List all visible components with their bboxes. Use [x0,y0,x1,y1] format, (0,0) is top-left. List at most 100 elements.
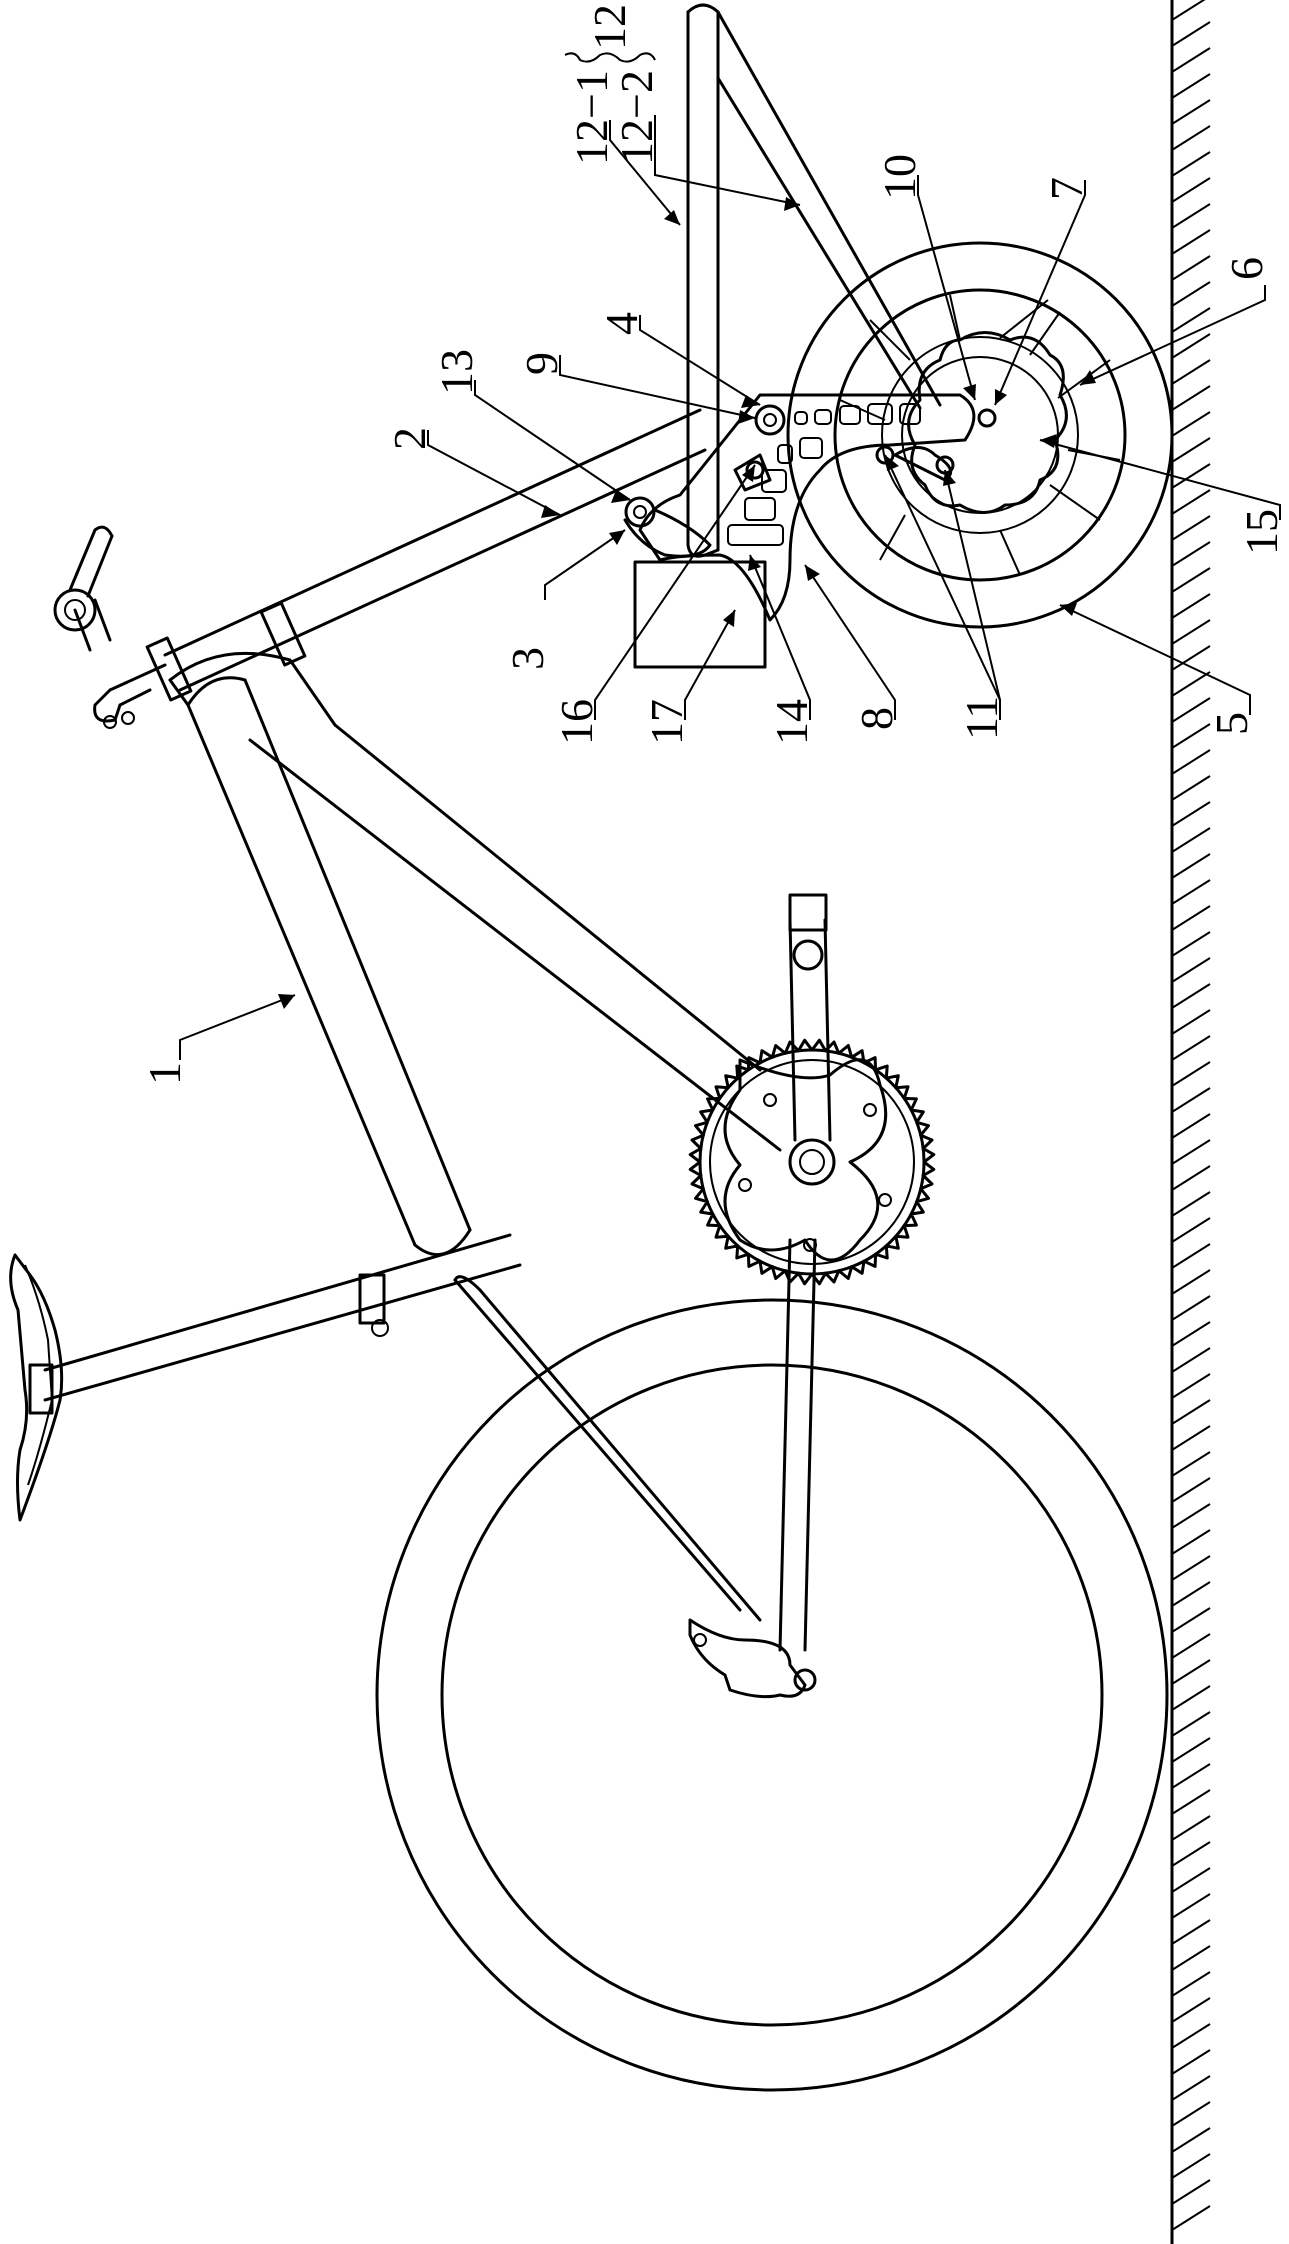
hatch-stroke [1171,1789,1211,1815]
hatch-stroke [1171,2049,1211,2075]
hatch-stroke [1171,983,1211,1009]
hatch-stroke [1171,0,1206,21]
hatch-stroke [1171,1971,1211,1997]
hatch-stroke [1171,73,1211,99]
hatch-stroke [1171,47,1211,73]
hatch-stroke [1171,775,1211,801]
hatch-stroke [1171,1087,1211,1113]
hatch-stroke [1171,1217,1211,1243]
hatch-stroke [1171,1139,1211,1165]
hatch-stroke [1171,1581,1211,1607]
hatch-stroke [1171,1529,1211,1555]
hatch-stroke [1171,1607,1211,1633]
hatch-stroke [1171,1425,1211,1451]
hatch-stroke [1171,1659,1211,1685]
hatch-stroke [1171,1893,1211,1919]
hatch-stroke [1171,385,1211,411]
hatch-stroke [1171,463,1211,489]
down-tubes [248,723,782,1152]
hatch-stroke [1171,1373,1211,1399]
hatch-stroke [1171,1113,1211,1139]
saddle [9,1253,64,1522]
label-3: 3 [502,647,553,670]
hatch-stroke [1171,1295,1211,1321]
hatch-stroke [1171,1191,1211,1217]
hatch-stroke [1171,307,1211,333]
label-14: 14 [766,699,817,745]
hatch-stroke [1171,905,1211,931]
hatch-stroke [1171,645,1211,671]
label-12-2: 12−2 [611,70,662,165]
chainring-teeth-outline [688,1038,936,1286]
hatch-stroke [1171,801,1211,827]
label-12: 12 [584,4,635,50]
hatch-stroke [1171,1009,1211,1035]
hatch-stroke [1171,203,1211,229]
label-16: 16 [551,699,602,745]
hatch-stroke [1171,411,1211,437]
hatch-stroke [1171,255,1211,281]
hatch-stroke [1171,541,1211,567]
hatch-stroke [1171,2101,1211,2127]
ground [1170,0,1211,2244]
hatch-stroke [1171,1763,1211,1789]
label-17: 17 [641,699,692,745]
ground-hatching [1171,0,1211,2231]
hatch-stroke [1171,2075,1211,2101]
hatch-stroke [1171,1321,1211,1347]
brake-disc [907,331,1068,514]
hatch-stroke [1171,125,1211,151]
hatch-stroke [1171,1867,1211,1893]
hatch-stroke [1171,1815,1211,1841]
hatch-stroke [1171,1841,1211,1867]
hatch-stroke [1171,2179,1211,2205]
hatch-stroke [1171,1477,1211,1503]
hatch-stroke [1171,229,1211,255]
brake-caliper [893,446,953,482]
label-1: 1 [139,1062,190,1085]
hatch-stroke [1171,1633,1211,1659]
hatch-stroke [1171,879,1211,905]
label-12-1: 12−1 [566,70,617,165]
label-2: 2 [384,427,435,450]
handlebar [53,525,114,652]
hatch-stroke [1171,1399,1211,1425]
rear-fork [686,3,942,558]
label-9: 9 [516,352,567,375]
hatch-stroke [1171,359,1211,385]
label-7: 7 [1041,177,1092,200]
hatch-stroke [1171,619,1211,645]
hatch-stroke [1171,671,1211,697]
hatch-stroke [1171,1945,1211,1971]
hatch-stroke [1171,723,1211,749]
hatch-stroke [1171,931,1211,957]
hatch-stroke [1171,1503,1211,1529]
chainring [688,893,936,1286]
hatch-stroke [1171,1451,1211,1477]
hatch-stroke [1171,1555,1211,1581]
hatch-stroke [1171,1737,1211,1763]
hatch-stroke [1171,1061,1211,1087]
hatch-stroke [1171,853,1211,879]
hatch-stroke [1171,515,1211,541]
label-6: 6 [1221,257,1272,280]
stem-tube [93,408,707,729]
rear-wheel [786,241,1174,629]
hatch-stroke [1171,593,1211,619]
hatch-stroke [1171,151,1211,177]
hatch-stroke [1171,99,1211,125]
hatch-stroke [1171,1165,1211,1191]
hatch-stroke [1171,697,1211,723]
hatch-stroke [1171,281,1211,307]
frame-tube [168,651,472,1256]
label-5: 5 [1206,712,1257,735]
bracket-plate [638,393,997,622]
hatch-stroke [1171,489,1211,515]
label-8: 8 [851,707,902,730]
hatch-stroke [1171,1685,1211,1711]
hatch-stroke [1171,1997,1211,2023]
hatch-stroke [1171,827,1211,853]
reference-labels: 1 2 3 13 9 4 16 17 14 8 11 5 15 6 7 10 1… [139,4,1287,1085]
hatch-stroke [1171,2153,1211,2179]
